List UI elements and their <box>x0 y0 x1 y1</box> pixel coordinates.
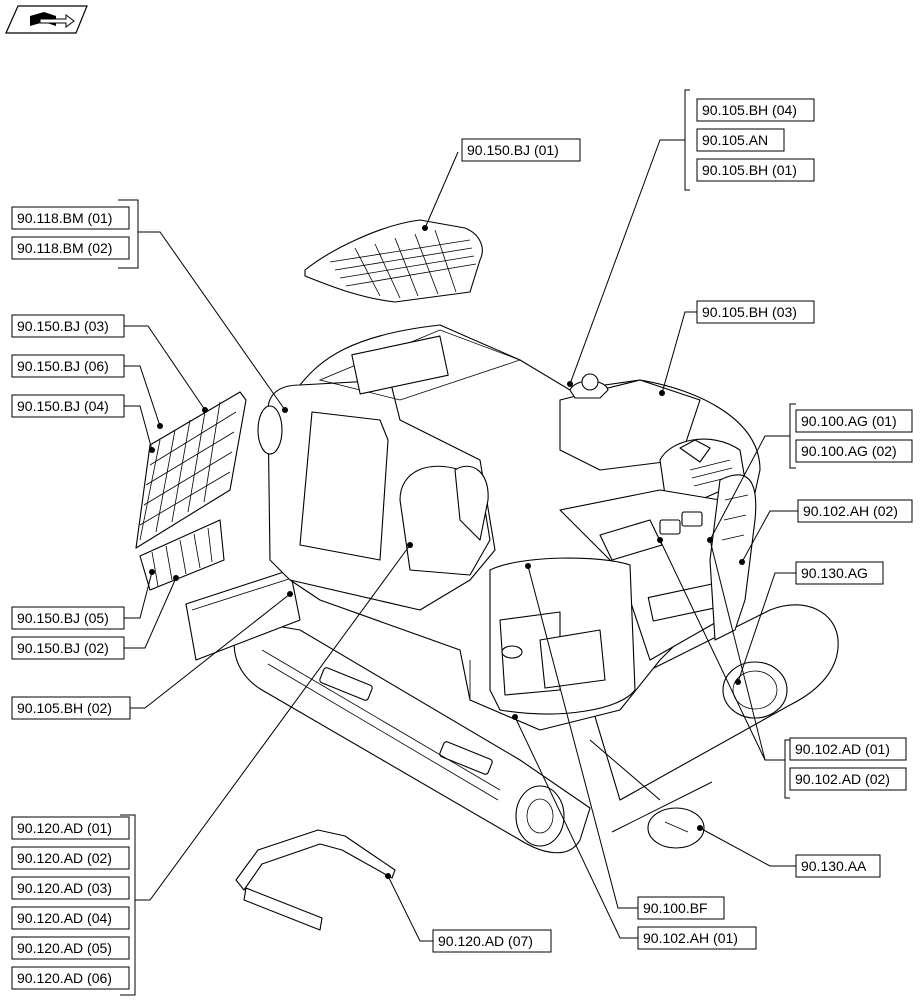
callout-text: 90.102.AD (01) <box>795 741 890 757</box>
callout-text: 90.105.BH (04) <box>702 102 797 118</box>
callout-90-120-ad-01[interactable]: 90.120.AD (01) <box>11 816 130 840</box>
callout-90-105-an[interactable]: 90.105.AN <box>696 128 785 152</box>
callout-text: 90.150.BJ (06) <box>17 358 109 374</box>
callout-90-150-bj-03[interactable]: 90.150.BJ (03) <box>11 314 125 338</box>
callout-90-100-ag-01[interactable]: 90.100.AG (01) <box>795 409 913 433</box>
callout-90-105-bh-04[interactable]: 90.105.BH (04) <box>696 98 815 122</box>
callout-text: 90.150.BJ (04) <box>17 398 109 414</box>
callout-text: 90.102.AH (01) <box>643 930 738 946</box>
callout-90-120-ad-06[interactable]: 90.120.AD (06) <box>11 966 130 990</box>
callout-text: 90.120.AD (04) <box>17 910 112 926</box>
callout-90-150-bj-04[interactable]: 90.150.BJ (04) <box>11 394 125 418</box>
callout-text: 90.120.AD (05) <box>17 940 112 956</box>
callout-text: 90.102.AD (02) <box>795 771 890 787</box>
callout-90-130-ag[interactable]: 90.130.AG <box>795 561 884 585</box>
callout-90-130-aa[interactable]: 90.130.AA <box>795 854 881 878</box>
callout-text: 90.120.AD (03) <box>17 880 112 896</box>
callout-text: 90.150.BJ (02) <box>17 640 109 656</box>
callout-90-150-bj-06[interactable]: 90.150.BJ (06) <box>11 354 125 378</box>
callout-90-102-ad-01[interactable]: 90.102.AD (01) <box>789 737 907 761</box>
leader-lines <box>118 89 798 996</box>
callout-text: 90.105.BH (01) <box>702 162 797 178</box>
leader-dots <box>149 225 745 879</box>
callout-90-105-bh-03[interactable]: 90.105.BH (03) <box>696 300 815 324</box>
callout-90-120-ad-07[interactable]: 90.120.AD (07) <box>432 929 552 953</box>
callout-text: 90.100.BF <box>643 900 708 916</box>
callout-90-118-bm-02[interactable]: 90.118.BM (02) <box>11 236 130 260</box>
callout-90-120-ad-03[interactable]: 90.120.AD (03) <box>11 876 130 900</box>
callout-90-105-bh-02[interactable]: 90.105.BH (02) <box>11 696 131 720</box>
callout-text: 90.150.BJ (05) <box>17 610 109 626</box>
callout-text: 90.120.AD (01) <box>17 820 112 836</box>
callout-90-150-bj-02[interactable]: 90.150.BJ (02) <box>11 636 125 660</box>
callout-90-120-ad-04[interactable]: 90.120.AD (04) <box>11 906 130 930</box>
callout-90-120-ad-05[interactable]: 90.120.AD (05) <box>11 936 130 960</box>
callout-text: 90.118.BM (01) <box>17 210 112 226</box>
callout-text: 90.120.AD (07) <box>438 933 533 949</box>
callout-text: 90.105.BH (02) <box>17 700 112 716</box>
callout-90-118-bm-01[interactable]: 90.118.BM (01) <box>11 206 130 230</box>
book-with-arrow-icon[interactable] <box>5 5 88 34</box>
callout-90-100-ag-02[interactable]: 90.100.AG (02) <box>795 439 913 463</box>
callout-text: 90.105.BH (03) <box>702 304 797 320</box>
callout-text: 90.150.BJ (01) <box>467 142 559 158</box>
callout-text: 90.150.BJ (03) <box>17 318 109 334</box>
callout-labels: 90.150.BJ (01) 90.105.BH (04) 90.105.AN … <box>11 98 913 990</box>
callout-text: 90.105.AN <box>702 132 768 148</box>
callout-text: 90.100.AG (02) <box>801 443 897 459</box>
callout-90-102-ah-02[interactable]: 90.102.AH (02) <box>797 499 913 523</box>
callout-text: 90.102.AH (02) <box>803 503 898 519</box>
excavator-illustration <box>135 219 839 931</box>
callout-text: 90.100.AG (01) <box>801 413 897 429</box>
callout-text: 90.120.AD (06) <box>17 970 112 986</box>
callout-90-100-bf[interactable]: 90.100.BF <box>637 896 725 920</box>
callout-90-105-bh-01[interactable]: 90.105.BH (01) <box>696 158 815 182</box>
callout-90-102-ad-02[interactable]: 90.102.AD (02) <box>789 767 907 791</box>
callout-text: 90.130.AA <box>801 858 867 874</box>
callout-text: 90.120.AD (02) <box>17 850 112 866</box>
callout-90-150-bj-05[interactable]: 90.150.BJ (05) <box>11 606 125 630</box>
callout-text: 90.118.BM (02) <box>17 240 112 256</box>
callout-90-102-ah-01[interactable]: 90.102.AH (01) <box>637 926 757 950</box>
callout-90-120-ad-02[interactable]: 90.120.AD (02) <box>11 846 130 870</box>
callout-90-150-bj-01[interactable]: 90.150.BJ (01) <box>461 138 581 162</box>
callout-text: 90.130.AG <box>801 565 868 581</box>
